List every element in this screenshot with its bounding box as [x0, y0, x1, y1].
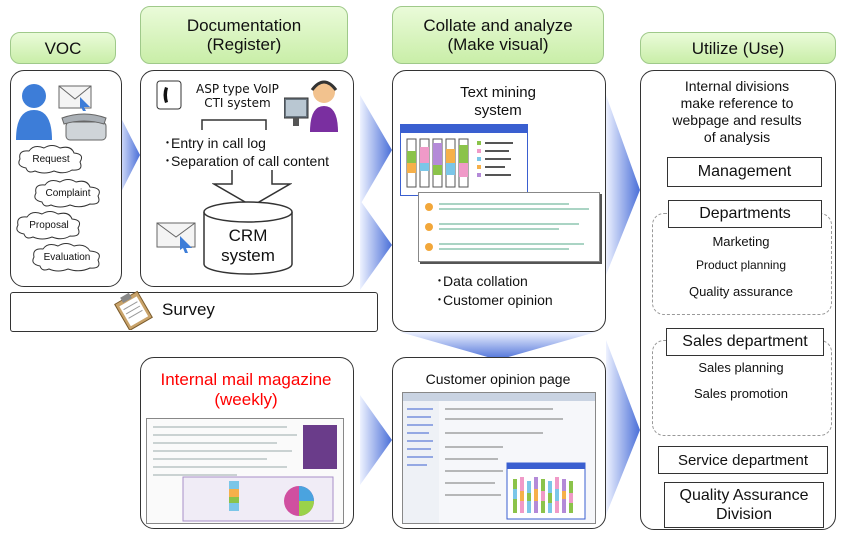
crm-database-icon	[203, 201, 293, 275]
arrow-voc-to-doc	[117, 110, 140, 200]
documentation-bullets: ･Entry in call log ･Separation of call c…	[164, 135, 329, 169]
operator-icon	[284, 80, 338, 132]
text-mining-title: Text mining system	[460, 84, 536, 119]
header-collate: Collate and analyze (Make visual)	[392, 6, 604, 64]
management-box: Management	[667, 157, 822, 187]
text-mining-chart-screenshot	[400, 124, 528, 196]
cloud-request-label: Request	[32, 153, 70, 165]
arrow-collate-to-utilize-1	[606, 95, 640, 275]
dept-item-marketing: Marketing	[712, 234, 770, 249]
header-voc: VOC	[10, 32, 116, 64]
bracket-line	[201, 119, 267, 130]
departments-box: Departments	[668, 200, 822, 228]
clipboard-icon	[114, 290, 153, 330]
collate-bullets: ･Data collation ･Customer opinion	[436, 273, 553, 308]
service-department-box: Service department	[658, 446, 828, 474]
mail-icon	[156, 222, 196, 253]
utilize-intro: Internal divisions make reference to web…	[672, 78, 802, 145]
sales-item-planning: Sales planning	[698, 360, 784, 375]
telephone-icon	[156, 80, 182, 110]
arrow-collate-to-utilize-2	[606, 340, 640, 515]
customer-opinion-screenshot	[402, 392, 596, 524]
cloud-evaluation-label: Evaluation	[43, 251, 91, 263]
cloud-proposal-label: Proposal	[29, 219, 69, 231]
mail-magazine-title: Internal mail magazine (weekly)	[160, 370, 332, 409]
survey-panel	[10, 292, 378, 332]
header-documentation: Documentation (Register)	[140, 6, 348, 64]
arrow-mail-to-page	[360, 395, 392, 485]
mail-magazine-thumbnail	[146, 418, 344, 524]
header-utilize: Utilize (Use)	[640, 32, 836, 64]
sales-item-promotion: Sales promotion	[694, 386, 788, 401]
cloud-proposal: Proposal	[14, 210, 84, 240]
text-mining-list-screenshot	[418, 192, 600, 262]
cloud-request: Request	[16, 144, 86, 174]
cloud-complaint: Complaint	[32, 178, 104, 208]
quality-assurance-division-box: Quality Assurance Division	[664, 482, 824, 528]
envelope-icon	[58, 85, 92, 111]
sales-department-box: Sales department	[666, 328, 824, 356]
arrow-doc-to-collate-1	[360, 95, 392, 205]
cloud-evaluation: Evaluation	[30, 242, 104, 272]
arrow-analysis-to-page	[400, 332, 596, 360]
crm-label: CRM system	[221, 226, 275, 265]
customer-opinion-title: Customer opinion page	[425, 371, 571, 387]
person-icon	[16, 84, 52, 140]
asp-voip-label: ASP type VoIP CTI system	[196, 82, 279, 110]
survey-label: Survey	[162, 300, 215, 319]
phone-icon	[61, 113, 107, 141]
dept-item-quality-assurance: Quality assurance	[688, 284, 794, 299]
cloud-complaint-label: Complaint	[45, 187, 91, 199]
dept-item-product-planning: Product planning	[695, 258, 787, 272]
arrow-doc-to-collate-2	[360, 200, 392, 290]
